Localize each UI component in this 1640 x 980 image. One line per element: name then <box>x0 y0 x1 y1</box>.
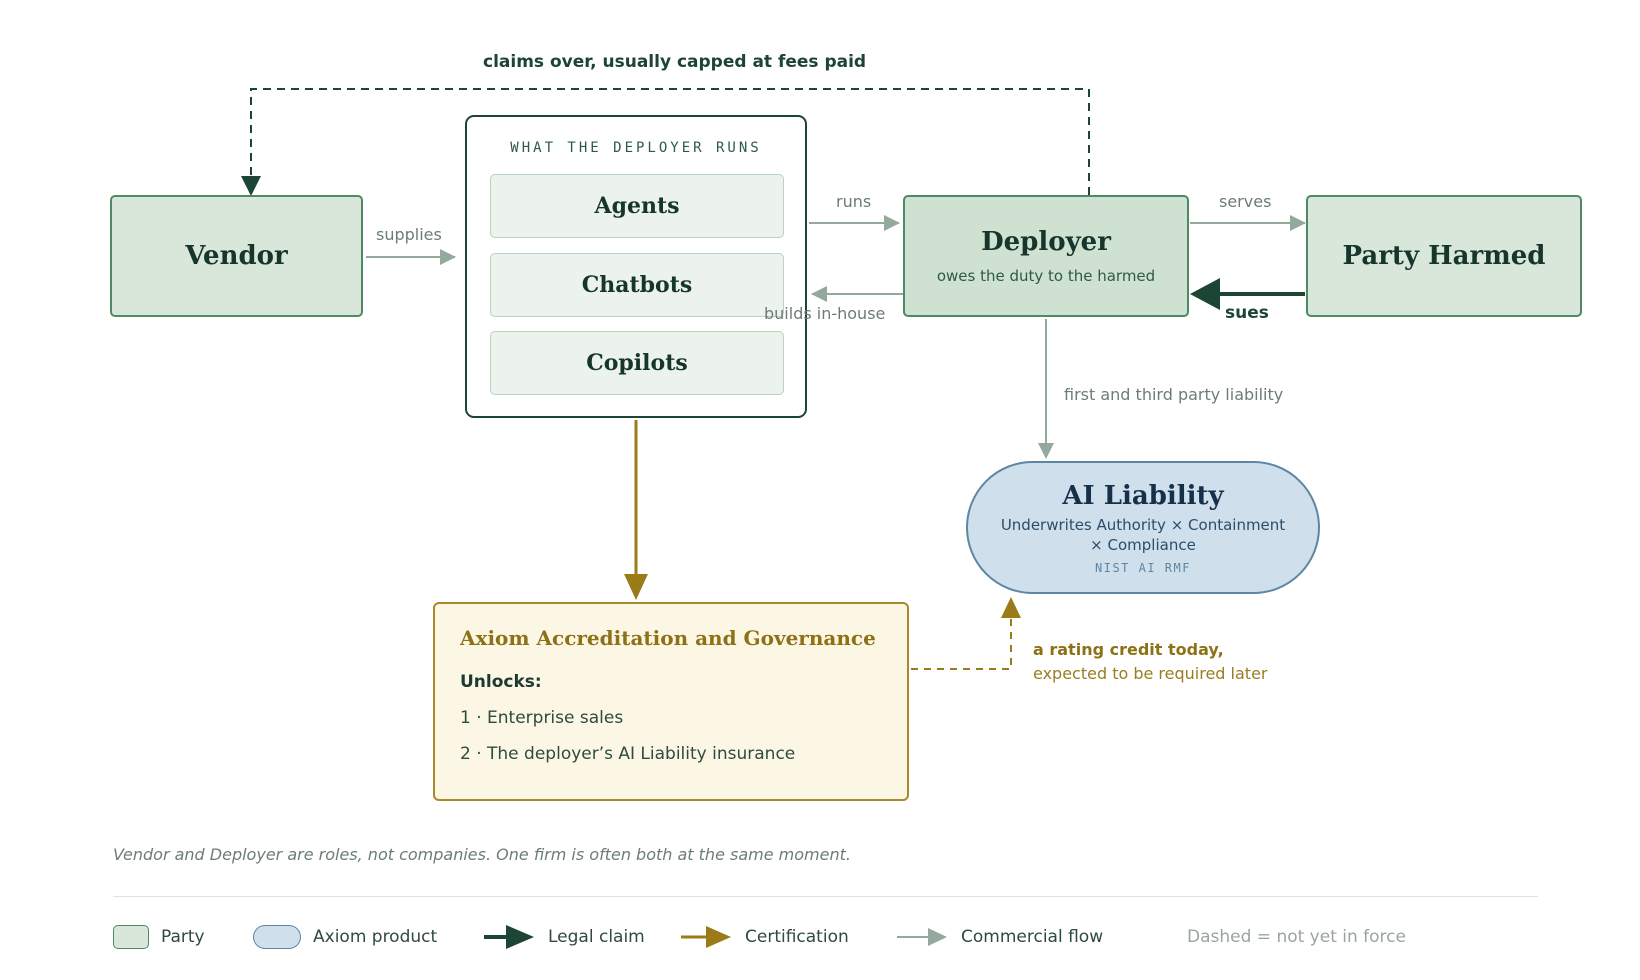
sues-label: sues <box>1225 303 1269 323</box>
copilots-item[interactable]: Copilots <box>490 331 784 395</box>
legend-label: Axiom product <box>313 927 438 947</box>
top-claim-label: claims over, usually capped at fees paid <box>483 52 867 72</box>
commercial-flow-arrow-icon <box>897 928 947 946</box>
cert-item-enterprise: 1 · Enterprise sales <box>460 708 624 728</box>
chatbots-item[interactable]: Chatbots <box>490 253 784 317</box>
rating-credit-arrowhead <box>1001 597 1021 618</box>
runs-group-title: WHAT THE DEPLOYER RUNS <box>510 140 762 156</box>
legend-certification: Certification <box>681 923 849 951</box>
product-tag: NIST AI RMF <box>1095 560 1191 575</box>
cert-unlocks-label: Unlocks: <box>460 672 542 692</box>
deployer-name: Deployer <box>981 227 1111 257</box>
supplies-label: supplies <box>376 225 442 244</box>
serves-label: serves <box>1219 192 1272 211</box>
cert-title: Axiom Accreditation and Governance <box>460 626 876 650</box>
vendor-node[interactable]: Vendor <box>110 195 363 317</box>
vendor-name: Vendor <box>185 241 288 271</box>
ai-liability-node[interactable]: AI Liability Underwrites Authority × Con… <box>966 461 1320 594</box>
rating-credit-connector <box>911 618 1012 670</box>
certification-arrow-icon <box>681 926 731 948</box>
deployer-runs-group[interactable]: WHAT THE DEPLOYER RUNS Agents Chatbots C… <box>465 115 807 418</box>
legend-commercial-flow: Commercial flow <box>897 923 1103 951</box>
claims-over-connector <box>250 88 1090 195</box>
product-description: Underwrites Authority × Containment × Co… <box>1000 515 1286 554</box>
legend-label: Commercial flow <box>961 927 1104 947</box>
rating-note-line1: a rating credit today, <box>1033 640 1224 659</box>
legend-legal-claim: Legal claim <box>484 923 645 951</box>
rating-note-line2: expected to be required later <box>1033 664 1268 683</box>
claims-over-arrowhead <box>241 176 261 196</box>
divider <box>113 896 1538 897</box>
axiom-accreditation-node[interactable]: Axiom Accreditation and Governance Unloc… <box>433 602 909 801</box>
party-swatch-icon <box>113 925 149 949</box>
agents-item[interactable]: Agents <box>490 174 784 238</box>
deployer-subtitle: owes the duty to the harmed <box>936 267 1156 285</box>
runs-label: runs <box>836 192 872 211</box>
party-harmed-name: Party Harmed <box>1342 241 1546 271</box>
legend-label: Legal claim <box>548 927 645 947</box>
liability-label: first and third party liability <box>1064 385 1284 404</box>
legend-product: Axiom product <box>253 923 437 951</box>
legal-claim-arrow-icon <box>484 925 534 949</box>
party-harmed-node[interactable]: Party Harmed <box>1306 195 1582 317</box>
legend-note: Dashed = not yet in force <box>1187 927 1406 947</box>
footnote: Vendor and Deployer are roles, not compa… <box>113 845 851 864</box>
deployer-node[interactable]: Deployer owes the duty to the harmed <box>903 195 1189 317</box>
legend-party: Party <box>113 923 205 951</box>
legend-label: Certification <box>745 927 849 947</box>
product-name: AI Liability <box>1062 480 1224 511</box>
product-swatch-icon <box>253 925 301 949</box>
cert-item-insurance: 2 · The deployer’s AI Liability insuranc… <box>460 744 796 764</box>
legend-label: Party <box>161 927 205 947</box>
builds-in-house-label: builds in-house <box>764 304 886 323</box>
